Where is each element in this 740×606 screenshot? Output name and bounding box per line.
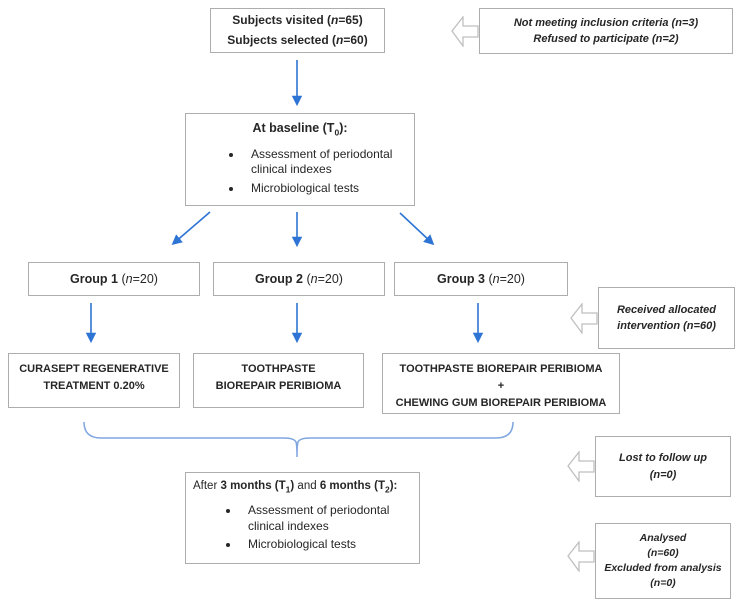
- treatment-3-line-2: +: [497, 380, 505, 393]
- subjects-selected-line: Subjects selected (n=60): [227, 32, 368, 47]
- merge-brace: [83, 421, 514, 458]
- treatment-2-line-2: BIOREPAIR PERIBIOMA: [215, 380, 342, 393]
- lost-line-2: (n=0): [649, 468, 677, 481]
- treatment-1-line-1: CURASEPT REGENERATIVE: [19, 363, 169, 375]
- baseline-title: At baseline (T0):: [252, 121, 348, 138]
- followup-bullet-list: Assessment of periodontal clinical index…: [186, 503, 408, 556]
- received-box: Received allocated intervention (n=60): [598, 287, 735, 349]
- lost-callout-arrow-icon: [567, 451, 595, 482]
- followup-bullet-1: Assessment of periodontal clinical index…: [240, 503, 408, 534]
- group-1-box: Group 1 (n=20): [28, 262, 200, 296]
- group-3-box: Group 3 (n=20): [394, 262, 568, 296]
- treatment-2-line-1: TOOTHPASTE: [241, 363, 316, 375]
- group-3-label: Group 3 (n=20): [437, 272, 525, 286]
- treatment-3-line-1: TOOTHPASTE BIOREPAIR PERIBIOMA: [399, 363, 603, 375]
- group-2-box: Group 2 (n=20): [213, 262, 385, 296]
- analysed-line-3: Excluded from analysis: [604, 562, 722, 574]
- lost-box: Lost to follow up (n=0): [595, 436, 731, 497]
- baseline-bullet-list: Assessment of periodontal clinical index…: [195, 147, 405, 200]
- analysed-line-2: (n=60): [647, 546, 679, 559]
- arrow-baseline-to-group1: [171, 211, 211, 246]
- received-callout-arrow-icon: [570, 303, 598, 334]
- treatment-3-line-3: CHEWING GUM BIOREPAIR PERIBIOMA: [395, 397, 607, 410]
- exclusions-box: Not meeting inclusion criteria (n=3) Ref…: [479, 8, 733, 54]
- subjects-box: Subjects visited (n=65) Subjects selecte…: [210, 8, 385, 53]
- received-line-2: intervention (n=60): [617, 320, 716, 332]
- exclusions-callout-arrow-icon: [451, 16, 479, 47]
- analysed-box: Analysed (n=60) Excluded from analysis (…: [595, 523, 731, 599]
- lost-line-1: Lost to follow up: [619, 452, 707, 464]
- baseline-bullet-1: Assessment of periodontal clinical index…: [243, 147, 405, 178]
- analysed-line-1: Analysed: [639, 531, 687, 544]
- followup-bullet-2: Microbiological tests: [240, 537, 408, 553]
- analysed-callout-arrow-icon: [567, 541, 595, 572]
- arrow-baseline-to-group3: [399, 212, 435, 246]
- followup-box: After 3 months (T1) and 6 months (T2): A…: [185, 472, 420, 564]
- baseline-box: At baseline (T0): Assessment of periodon…: [185, 113, 415, 206]
- received-line-1: Received allocated: [616, 303, 717, 316]
- baseline-bullet-2: Microbiological tests: [243, 181, 405, 197]
- group-1-label: Group 1 (n=20): [70, 272, 158, 286]
- treatment-1-line-2: TREATMENT 0.20%: [43, 380, 145, 393]
- followup-title: After 3 months (T1) and 6 months (T2):: [193, 480, 398, 495]
- treatment-1-box: CURASEPT REGENERATIVE TREATMENT 0.20%: [8, 353, 180, 408]
- group-2-label: Group 2 (n=20): [255, 272, 343, 286]
- treatment-3-box: TOOTHPASTE BIOREPAIR PERIBIOMA + CHEWING…: [382, 353, 620, 414]
- not-meeting-criteria-line: Not meeting inclusion criteria (n=3): [513, 16, 699, 29]
- treatment-2-box: TOOTHPASTE BIOREPAIR PERIBIOMA: [193, 353, 364, 408]
- analysed-line-4: (n=0): [650, 577, 676, 590]
- refused-line: Refused to participate (n=2): [533, 33, 679, 45]
- subjects-visited-line: Subjects visited (n=65): [232, 13, 363, 28]
